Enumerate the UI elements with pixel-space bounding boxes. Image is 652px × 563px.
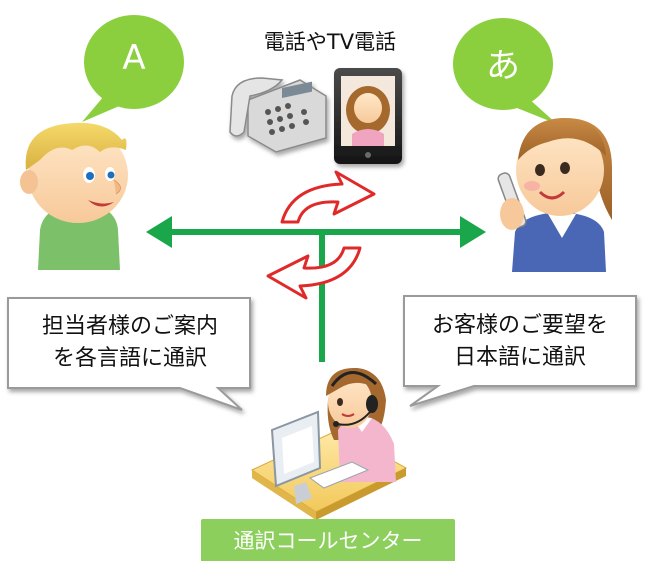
tablet-illustration: [334, 68, 402, 164]
left-bubble-line-2: を各言語に通訳: [52, 346, 207, 371]
phone-section-title: 電話やTV電話: [263, 30, 397, 54]
right-speech-bubble: [403, 295, 637, 407]
left-speech-bubble: [7, 297, 251, 411]
left-bubble-text: 担当者様のご案内 を各言語に通訳: [12, 311, 248, 375]
right-bubble-line-2: 日本語に通訳: [453, 345, 586, 370]
speaker-a-bubble: [82, 15, 184, 122]
connection-arrows: [146, 216, 486, 362]
woman-illustration: [497, 118, 612, 272]
right-bubble-line-1: お客様のご要望を: [431, 313, 608, 338]
speaker-b-bubble: [453, 18, 557, 124]
left-bubble-line-1: 担当者様のご案内: [41, 314, 218, 339]
man-illustration: [20, 122, 128, 270]
exchange-cycle-icon: [266, 170, 376, 300]
right-bubble-text: お客様のご要望を 日本語に通訳: [406, 310, 634, 374]
operator-illustration: [250, 368, 408, 520]
speaker-b-label: あ: [486, 46, 520, 86]
speaker-a-label: A: [122, 38, 146, 78]
call-center-banner: 通訳コールセンター: [201, 519, 455, 561]
desk-phone-illustration: [229, 77, 327, 153]
